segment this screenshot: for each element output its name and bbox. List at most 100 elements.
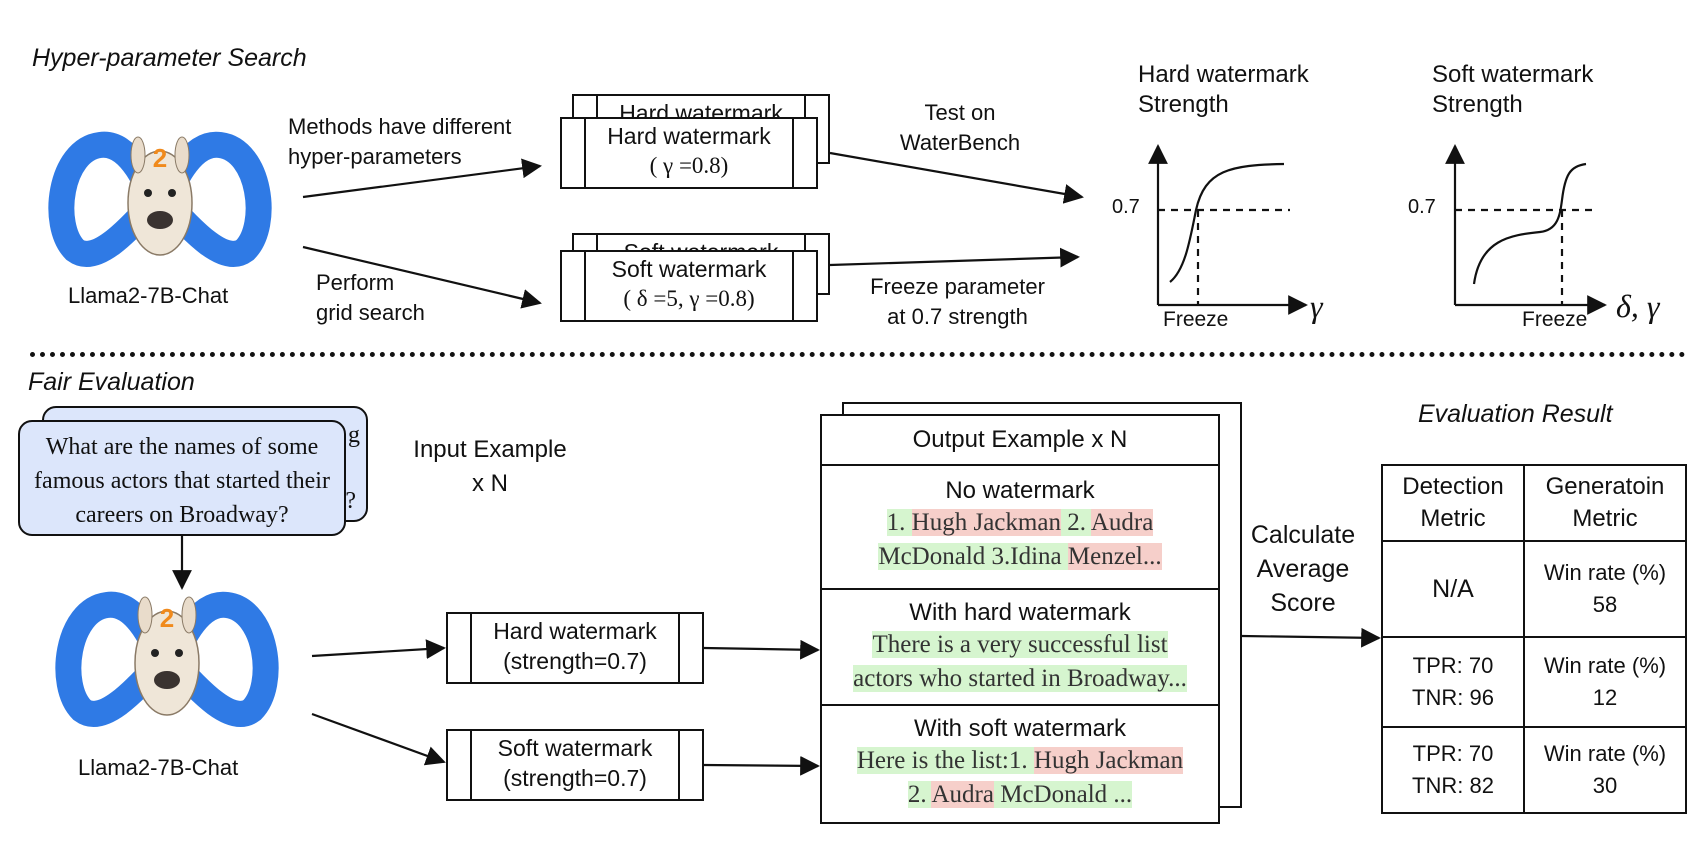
hard-plot-x-axis-label: γ (1310, 288, 1323, 324)
arrow-output-to-result (1241, 627, 1381, 648)
output-line: 2. Audra McDonald ... (822, 778, 1218, 812)
red-token-highlight: Hugh Jackman (911, 509, 1061, 536)
output-line: 1. Hugh Jackman 2. Audra (822, 506, 1218, 540)
cell-generation: Win rate (%) 30 (1523, 726, 1687, 814)
section-divider (30, 352, 1686, 357)
calculate-average-score-label: Calculate Average Score (1238, 518, 1368, 620)
text-line: Average (1256, 555, 1350, 583)
text-line: Input Example (413, 436, 567, 463)
soft-watermark-config-text: Soft watermark ( δ =5, γ =0.8) (586, 252, 792, 320)
llama-logo-bottom: 2 (55, 585, 279, 730)
text-line: Metric (1420, 505, 1486, 532)
text-line: (strength=0.7) (503, 765, 647, 791)
arrow-llama-to-hard (302, 158, 542, 199)
text-line: Win rate (%) (1543, 560, 1667, 585)
text-line: Strength (1138, 91, 1229, 118)
text-line: ( γ =0.8) (649, 153, 729, 178)
card-edge (792, 119, 816, 187)
cell-generation: Win rate (%) 58 (1523, 540, 1687, 638)
text-line: Hard watermark (1138, 61, 1309, 88)
card-edge (562, 252, 586, 320)
card-edge (562, 119, 586, 187)
text-line: grid search (316, 300, 425, 325)
text-line: hyper-parameters (288, 144, 462, 169)
output-examples-panel: Output Example x N No watermark 1. Hugh … (820, 414, 1220, 824)
green-token-highlight: 2. (1060, 509, 1091, 536)
text-line: TPR: 70 (1412, 741, 1494, 766)
arrow-llama-to-hard-box (311, 639, 446, 659)
hard-plot-curve (1169, 162, 1285, 283)
card-edge (678, 731, 702, 799)
output-hard-watermark: With hard watermark There is a very succ… (822, 590, 1218, 706)
card-edge (792, 252, 816, 320)
cell-detection: N/A (1381, 540, 1525, 638)
text-line: Win rate (%) (1543, 653, 1667, 678)
output-heading: No watermark (945, 477, 1095, 504)
text-line: Detection (1402, 473, 1504, 500)
text-line: Freeze parameter (870, 274, 1045, 299)
output-heading: With soft watermark (913, 715, 1127, 742)
soft-watermark-strength-text: Soft watermark (strength=0.7) (472, 731, 678, 799)
cell-generation: Win rate (%) 12 (1523, 636, 1687, 728)
red-token-highlight: Menzel... (1067, 543, 1162, 570)
soft-watermark-strength-box: Soft watermark (strength=0.7) (446, 729, 704, 801)
text-line: Hard watermark (607, 123, 771, 149)
hard-plot-title: Hard watermark Strength (1138, 60, 1309, 120)
llama-logo-top: 2 (48, 125, 272, 270)
hard-watermark-strength-box: Hard watermark (strength=0.7) (446, 612, 704, 684)
cell-detection: TPR: 70 TNR: 82 (1381, 726, 1525, 814)
text-line: 58 (1592, 592, 1618, 617)
question-card: What are the names of some famous actors… (18, 420, 346, 536)
output-line: actors who started in Broadway... (822, 662, 1218, 696)
back-card-glyph: g (348, 422, 360, 448)
svg-text:2: 2 (153, 143, 167, 173)
table-header-row: Detection Metric Generatoin Metric (1381, 464, 1687, 542)
text-line: TNR: 96 (1412, 685, 1494, 710)
text-line: Calculate (1250, 521, 1356, 549)
soft-plot-x-tick: Freeze (1522, 308, 1588, 331)
soft-plot-curve (1472, 162, 1587, 285)
text-line: ( δ =5, γ =0.8) (623, 286, 755, 311)
test-on-waterbench-label: Test on WaterBench (880, 98, 1040, 158)
text-line: TPR: 70 (1412, 653, 1494, 678)
arrow-llama-to-soft (302, 245, 542, 309)
evaluation-result-title: Evaluation Result (1418, 400, 1613, 428)
evaluation-result-table: Detection Metric Generatoin Metric N/A W… (1381, 464, 1687, 814)
output-heading: With hard watermark (909, 599, 1131, 626)
output-title: Output Example x N (822, 416, 1218, 466)
hard-plot-x-tick: Freeze (1163, 308, 1229, 331)
text-line: TNR: 82 (1412, 773, 1494, 798)
output-line: Here is the list:1. Hugh Jackman (822, 744, 1218, 778)
red-token-highlight: Audra (1090, 509, 1154, 536)
meta-infinity-icon: 2 (55, 591, 279, 727)
green-token-highlight: McDonald ... (993, 781, 1133, 808)
soft-plot-title: Soft watermark Strength (1432, 60, 1593, 120)
table-row: TPR: 70 TNR: 82 Win rate (%) 30 (1381, 726, 1687, 814)
text-line: Score (1270, 589, 1336, 617)
hard-watermark-strength-text: Hard watermark (strength=0.7) (472, 614, 678, 682)
header-generation-metric: Generatoin Metric (1523, 464, 1687, 542)
red-token-highlight: Audra (931, 781, 994, 808)
text-line: (strength=0.7) (503, 648, 647, 674)
text-line: x N (472, 470, 508, 497)
text-line: N/A (1432, 575, 1474, 603)
section-title-hyperparameter-search: Hyper-parameter Search (32, 44, 307, 72)
card-edge (448, 731, 472, 799)
section-title-fair-evaluation: Fair Evaluation (28, 368, 195, 396)
output-soft-watermark: With soft watermark Here is the list:1. … (822, 706, 1218, 812)
text-line: Test on (924, 100, 996, 125)
input-example-label: Input Example x N (395, 433, 585, 501)
green-token-highlight: McDonald 3.Idina (878, 543, 1068, 570)
text-line: Strength (1432, 91, 1523, 118)
green-token-highlight: Here is the list:1. (856, 747, 1034, 774)
text-line: Soft watermark (1432, 61, 1594, 88)
arrow-soft-to-plot (829, 247, 1080, 268)
freeze-parameter-label: Freeze parameter at 0.7 strength (845, 272, 1070, 332)
back-card-glyph: ? (345, 488, 356, 514)
header-detection-metric: Detection Metric (1381, 464, 1525, 542)
soft-plot-x-axis-label: δ, γ (1616, 288, 1660, 324)
text-line: Methods have different (288, 114, 512, 139)
arrow-soft-box-to-output (703, 755, 820, 776)
arrow-hard-to-plot (829, 151, 1084, 204)
